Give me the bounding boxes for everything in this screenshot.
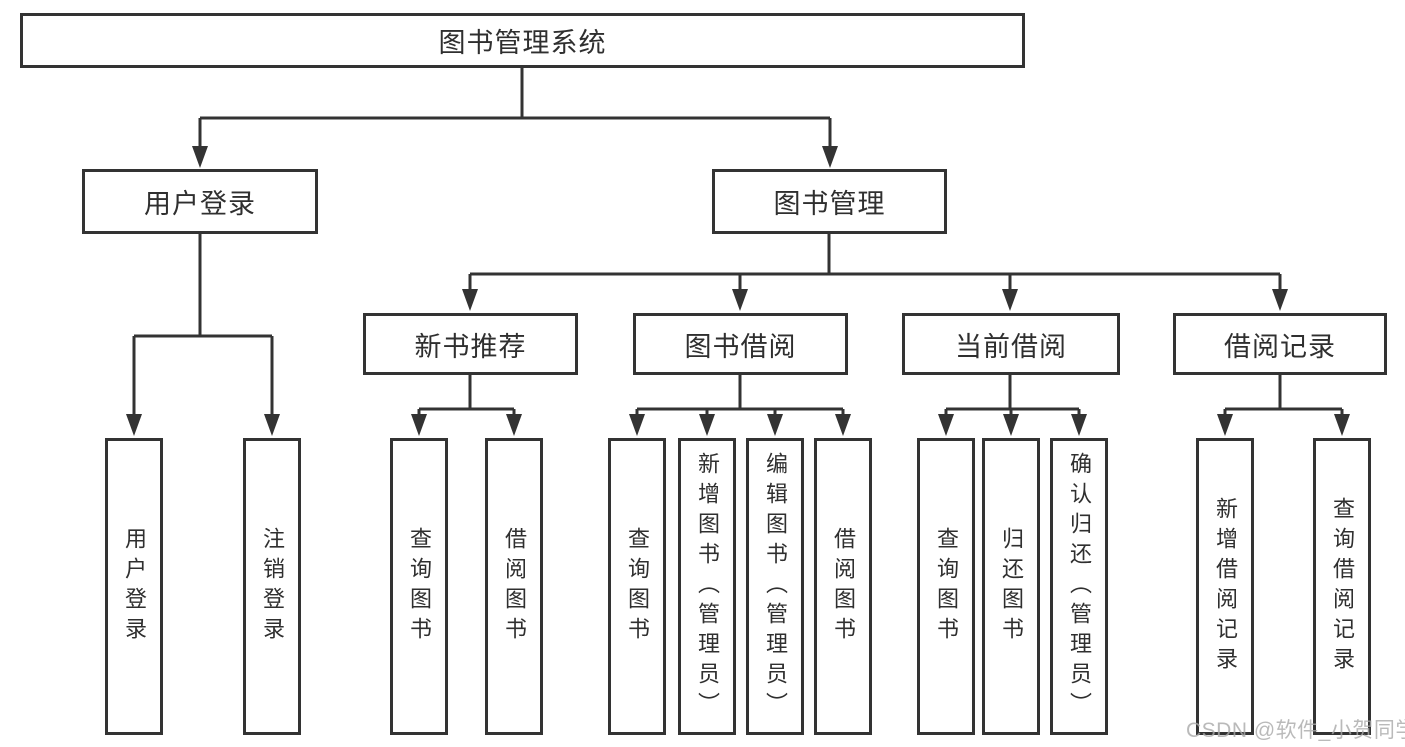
connector-user-login-children bbox=[132, 233, 274, 418]
leaf-label: 注销登录 bbox=[260, 526, 285, 647]
connector-book-borrow-children bbox=[635, 375, 845, 418]
node-user-login-label: 用户登录 bbox=[144, 189, 256, 219]
node-leaf-add-book-admin: 新增图书（管理员） bbox=[678, 438, 736, 735]
leaf-label: 借阅图书 bbox=[831, 526, 856, 647]
leaf-label: 新增图书（管理员） bbox=[695, 451, 720, 722]
node-current-borrow: 当前借阅 bbox=[902, 313, 1120, 375]
node-borrow-records-label: 借阅记录 bbox=[1224, 331, 1336, 362]
leaf-label: 确认归还（管理员） bbox=[1067, 451, 1092, 722]
node-book-borrow: 图书借阅 bbox=[633, 313, 848, 375]
node-book-management-label: 图书管理 bbox=[773, 189, 886, 219]
connector-current-borrow-children bbox=[944, 375, 1081, 418]
node-leaf-user-login: 用户登录 bbox=[105, 438, 163, 735]
csdn-watermark: CSDN @软件_小贺同学 bbox=[1186, 719, 1405, 742]
leaf-label: 查询图书 bbox=[934, 526, 959, 647]
node-current-borrow-label: 当前借阅 bbox=[955, 331, 1067, 362]
leaf-label: 查询图书 bbox=[407, 526, 432, 647]
node-leaf-query-borrow-record: 查询借阅记录 bbox=[1313, 438, 1371, 735]
leaf-label: 查询借阅记录 bbox=[1330, 496, 1355, 677]
node-leaf-edit-book-admin: 编辑图书（管理员） bbox=[746, 438, 804, 735]
leaf-label: 新增借阅记录 bbox=[1213, 496, 1238, 677]
connector-borrow-records-children bbox=[1223, 374, 1344, 418]
node-leaf-query-book-2: 查询图书 bbox=[608, 438, 666, 735]
connector-book-management-children bbox=[468, 233, 1282, 293]
node-leaf-logout: 注销登录 bbox=[243, 438, 301, 735]
node-new-book-recommend-label: 新书推荐 bbox=[414, 331, 527, 362]
node-leaf-query-book-1: 查询图书 bbox=[390, 438, 448, 735]
node-leaf-return-book: 归还图书 bbox=[982, 438, 1040, 735]
node-leaf-confirm-return-admin: 确认归还（管理员） bbox=[1050, 438, 1108, 735]
leaf-label: 查询图书 bbox=[625, 526, 650, 647]
node-root-label: 图书管理系统 bbox=[438, 28, 607, 58]
node-new-book-recommend: 新书推荐 bbox=[363, 313, 578, 375]
leaf-label: 借阅图书 bbox=[502, 526, 527, 647]
node-borrow-records: 借阅记录 bbox=[1173, 313, 1387, 375]
arrowheads bbox=[126, 146, 1350, 436]
node-leaf-borrow-book-2: 借阅图书 bbox=[814, 438, 872, 735]
node-book-borrow-label: 图书借阅 bbox=[684, 331, 797, 362]
node-user-login: 用户登录 bbox=[82, 169, 318, 234]
connector-new-book-recommend-children bbox=[417, 375, 516, 418]
node-root: 图书管理系统 bbox=[20, 13, 1025, 68]
node-leaf-add-borrow-record: 新增借阅记录 bbox=[1196, 438, 1254, 735]
leaf-label: 用户登录 bbox=[122, 526, 147, 647]
node-book-management: 图书管理 bbox=[712, 169, 947, 234]
leaf-label: 编辑图书（管理员） bbox=[763, 451, 788, 722]
leaf-label: 归还图书 bbox=[999, 526, 1024, 647]
node-leaf-query-book-3: 查询图书 bbox=[917, 438, 975, 735]
connector-root-to-level2 bbox=[198, 68, 832, 150]
node-leaf-borrow-book-1: 借阅图书 bbox=[485, 438, 543, 735]
